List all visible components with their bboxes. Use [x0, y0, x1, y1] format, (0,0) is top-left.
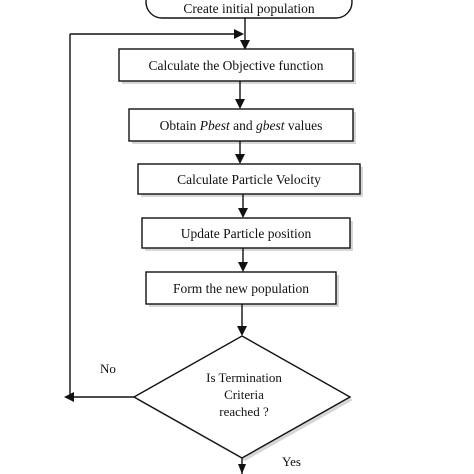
decision-line1: Is Termination	[206, 370, 282, 385]
edge-step1-to-step2-head	[235, 99, 245, 109]
step2-label-gbest: gbest	[256, 118, 286, 133]
edge-step2-to-step3-head	[235, 154, 245, 164]
edge-no-left-head	[64, 392, 74, 402]
decision-yes-label: Yes	[282, 454, 301, 469]
step4-box	[141, 217, 351, 249]
step2-label: Obtain Pbest and gbest values	[160, 118, 323, 133]
edge-step5-to-decision-head	[237, 326, 247, 336]
step3-box	[137, 163, 361, 195]
step3-label: Calculate Particle Velocity	[177, 172, 321, 187]
step1-label: Calculate the Objective function	[148, 58, 323, 73]
step5-label: Form the new population	[173, 281, 309, 296]
decision-line3: reached ?	[219, 404, 269, 419]
step4-label: Update Particle position	[181, 226, 312, 241]
edge-step4-to-step5-head	[238, 262, 248, 272]
start-node-label: Create initial population	[183, 1, 314, 16]
edge-no-top-head	[234, 29, 244, 39]
step5-box	[145, 271, 337, 305]
decision-no-label: No	[100, 361, 116, 376]
start-node-shape	[145, 0, 353, 19]
step2-label-pbest: Pbest	[199, 118, 231, 133]
step2-box	[128, 108, 354, 142]
step2-label-part5: values	[285, 118, 323, 133]
edge-start-to-step1-head	[240, 40, 250, 50]
decision-line2: Criteria	[224, 387, 264, 402]
edge-step3-to-step4-head	[238, 208, 248, 218]
edge-yes-down-head	[238, 464, 246, 474]
step2-label-part1: Obtain	[160, 118, 200, 133]
step2-label-part3: and	[230, 118, 256, 133]
step1-box	[118, 48, 354, 82]
